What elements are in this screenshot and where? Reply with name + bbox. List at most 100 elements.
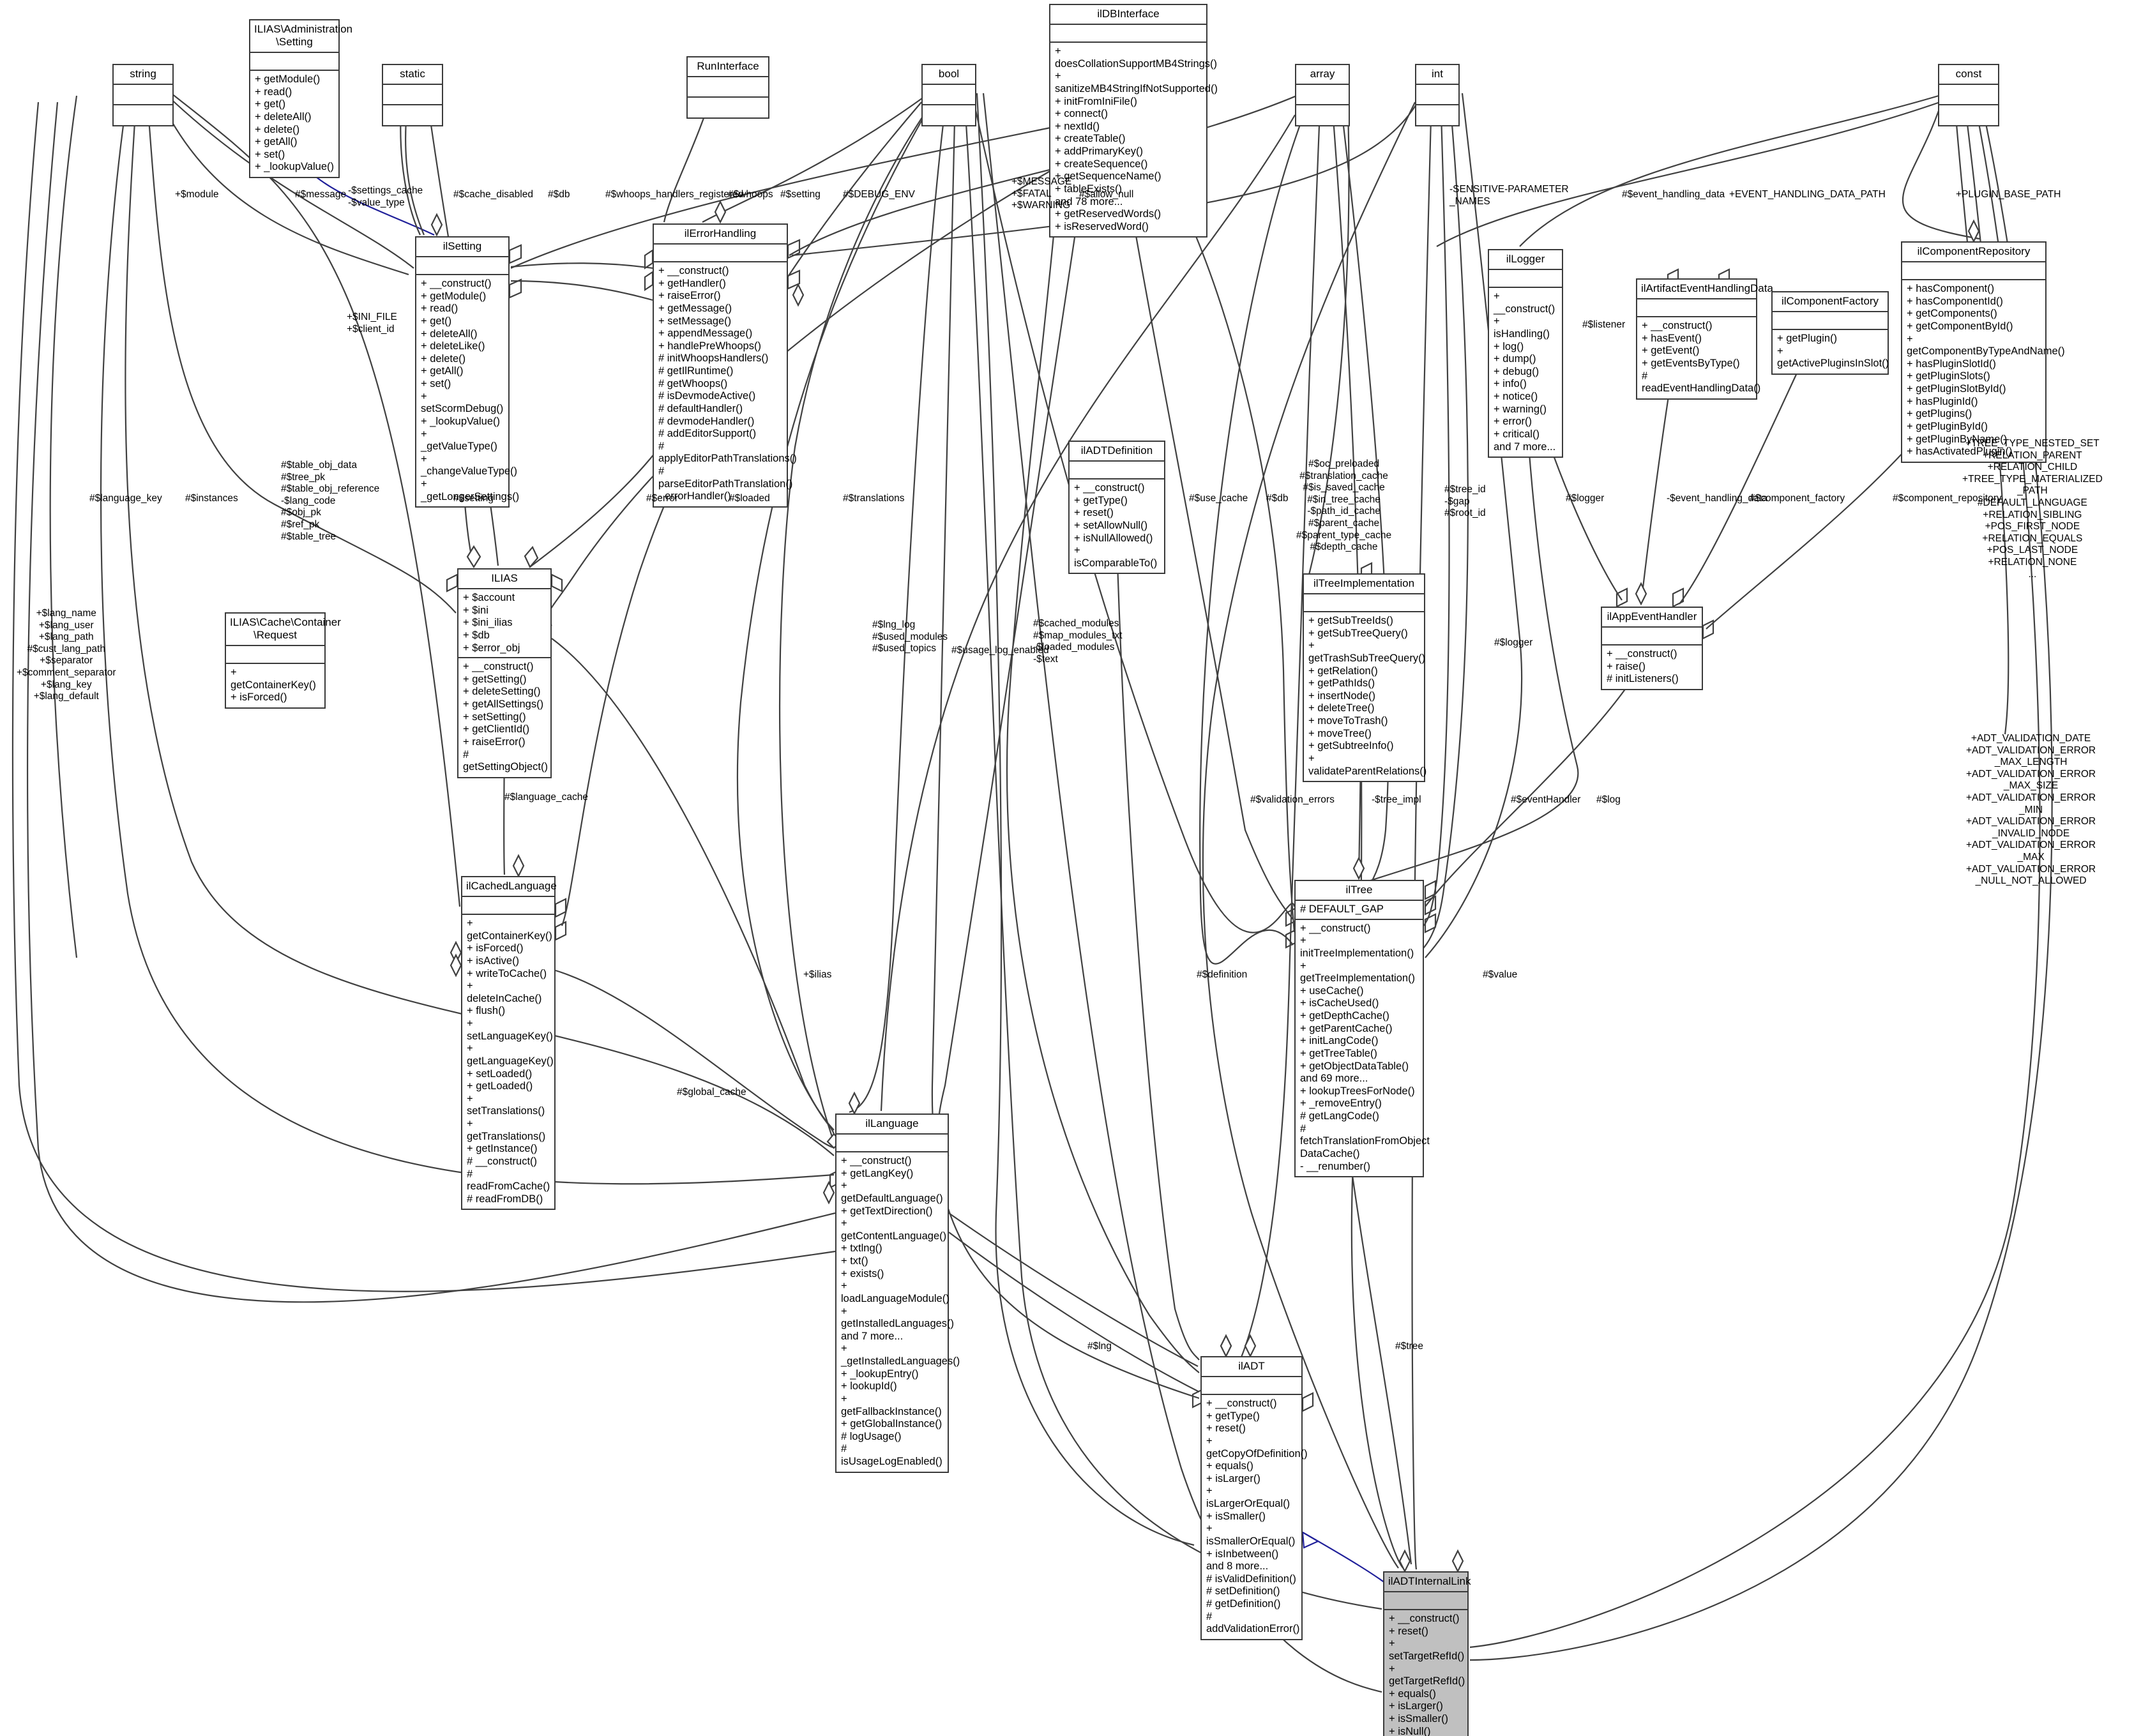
class-operation-row: + reset() — [1389, 1625, 1428, 1637]
class-operation-row: + initTreeImplementation() — [1300, 935, 1414, 959]
class-node-ilAppEventHandler[interactable]: ilAppEventHandler+ __construct()+ raise(… — [1601, 607, 1703, 690]
edge-label-instances: #$instances — [185, 493, 238, 504]
class-node-ilTree[interactable]: ilTree# DEFAULT_GAP+ __construct()+ init… — [1294, 880, 1430, 1178]
edge-label-adt_validation_consts: +ADT_VALIDATION_DATE +ADT_VALIDATION_ERR… — [1966, 733, 2096, 887]
class-node-attributes — [416, 257, 508, 276]
class-node-operations: + __construct()+ isHandling()+ log()+ du… — [1489, 288, 1562, 457]
edge-label-settings_cache: -$settings_cache -$value_type — [348, 185, 423, 208]
class-node-operations: + __construct()+ getHandler()+ raiseErro… — [654, 262, 797, 506]
class-node-static[interactable]: static — [382, 64, 443, 127]
class-node-attributes — [836, 1135, 948, 1153]
class-operation-row: + getRelation() — [1308, 665, 1378, 677]
class-operation-row: + getSetting() — [463, 673, 527, 685]
class-node-title: ilErrorHandling — [654, 225, 787, 245]
edge-label-lang_name: +$lang_name +$lang_user +$lang_path #$cu… — [17, 608, 116, 702]
class-operation-row: + isSmaller() — [1206, 1510, 1266, 1522]
class-operation-row: + setLanguageKey() — [467, 1018, 553, 1042]
class-operation-row: + read() — [255, 86, 292, 98]
class-operation-row: + hasPluginId() — [1907, 395, 1978, 407]
class-node-ilADTDefinition[interactable]: ilADTDefinition+ __construct()+ getType(… — [1068, 441, 1165, 575]
class-operation-row: + __construct() — [1642, 320, 1713, 332]
class-node-title: ILIAS — [458, 570, 550, 590]
edge-label-event_handling_data2: -$event_handling_data — [1667, 493, 1767, 504]
class-operation-row: + isForced() — [231, 691, 287, 704]
class-node-ilCachedLanguage[interactable]: ilCachedLanguage+ getContainerKey()+ isF… — [461, 876, 557, 1211]
class-operation-row: + isNullAllowed() — [1074, 532, 1153, 544]
class-operation-row: + __construct() — [421, 278, 492, 290]
class-node-const[interactable]: const — [1938, 64, 1999, 127]
class-operation-row: + initFromIniFile() — [1055, 95, 1137, 107]
class-node-attributes — [1637, 299, 1756, 318]
edge-label-ini_file: +$INI_FILE +$client_id — [347, 312, 397, 335]
class-operation-row: + flush() — [467, 1005, 506, 1017]
class-node-ilArtifactEventHandlingData[interactable]: ilArtifactEventHandlingData + __construct… — [1636, 278, 1773, 400]
class-operation-row: and 7 more... — [841, 1330, 904, 1342]
class-node-RunInterface[interactable]: RunInterface — [686, 56, 769, 119]
edge-label-tree_impl: -$tree_impl — [1372, 794, 1421, 805]
edge-label-event_handler: #$eventHandler — [1511, 794, 1581, 805]
edge-label-sensitive_parameter_names: -SENSITIVE-PARAMETER _NAMES — [1449, 184, 1569, 207]
class-node-ilADTInternalLink[interactable]: ilADTInternalLink+ __construct()+ reset(… — [1383, 1571, 1471, 1736]
class-node-string[interactable]: string — [112, 64, 174, 127]
class-node-ilTreeImplementation[interactable]: ilTreeImplementation+ getSubTreeIds()+ g… — [1303, 573, 1426, 783]
class-operation-row: + _getInstalledLanguages() — [841, 1343, 960, 1368]
class-operation-row: # parseEditorPathTranslation() — [658, 465, 793, 490]
class-operation-row: + delete() — [421, 352, 466, 365]
class-node-operations: + hasComponent()+ hasComponentId()+ getC… — [1902, 280, 2065, 462]
class-node-ilias_cache_container_request[interactable]: ILIAS\Cache\Container \Request+ getConta… — [225, 612, 341, 709]
class-operation-row: + reset() — [1074, 507, 1114, 519]
class-node-operations: + getContainerKey()+ isForced() — [226, 664, 324, 707]
class-node-title: ilADT — [1202, 1357, 1301, 1378]
class-operation-row: + getEventsByType() — [1642, 357, 1740, 369]
class-operation-row: + loadLanguageModule() — [841, 1280, 950, 1304]
class-operation-row: + isActive() — [467, 955, 520, 967]
class-node-ilComponentFactory[interactable]: ilComponentFactory+ getPlugin()+ getActi… — [1771, 291, 1889, 375]
class-node-ilSetting[interactable]: ilSetting+ __construct()+ getModule()+ r… — [415, 236, 519, 508]
class-node-ilADT[interactable]: ilADT+ __construct()+ getType()+ reset()… — [1200, 1356, 1308, 1640]
class-operation-row: # readEventHandlingData() — [1642, 370, 1761, 395]
class-node-title: ilDBInterface — [1050, 5, 1206, 26]
class-node-operations: + __construct()+ raise()# initListeners(… — [1602, 645, 1702, 689]
class-attribute-row: + $error_obj — [463, 642, 520, 654]
class-operation-row: - __renumber() — [1300, 1160, 1371, 1172]
class-operation-row: + debug() — [1494, 365, 1540, 377]
class-node-title: ilLogger — [1489, 250, 1562, 271]
class-operation-row: # getLangCode() — [1300, 1110, 1379, 1122]
class-operation-row: + moveToTrash() — [1308, 715, 1388, 727]
edge-label-lng_log: #$lng_log #$used_modules #$used_topics — [872, 619, 948, 654]
class-operation-row: + hasActivatedPlugin() — [1907, 446, 2013, 458]
class-node-bool[interactable]: bool — [921, 64, 976, 127]
class-node-title: ilArtifactEventHandlingData — [1637, 280, 1773, 300]
edge-label-event_handling_data: #$event_handling_data — [1622, 189, 1725, 200]
class-operation-row: + getSubTreeQuery() — [1308, 627, 1408, 639]
class-operation-row: + _lookupValue() — [255, 161, 334, 173]
class-node-operations: + getModule()+ read()+ get()+ deleteAll(… — [250, 71, 338, 177]
edge-label-translations: #$translations — [843, 493, 905, 504]
class-node-title: ilSetting — [416, 238, 508, 258]
class-operation-row: # logUsage() — [841, 1430, 902, 1442]
class-operation-row: + setAllowNull() — [1074, 519, 1148, 531]
class-operation-row: + warning() — [1494, 403, 1547, 415]
class-operation-row: # isValidDefinition() — [1206, 1573, 1296, 1585]
class-operation-row: + deleteAll() — [255, 110, 312, 123]
class-operation-row: + getComponents() — [1907, 308, 1997, 320]
class-operation-row: + setScormDebug() — [421, 390, 504, 415]
class-node-ILIAS[interactable]: ILIAS+ $account+ $ini+ $ini_ilias+ $db+ … — [457, 568, 552, 778]
class-node-ilErrorHandling[interactable]: ilErrorHandling + __construct()+ getHandl… — [653, 223, 797, 508]
class-node-ilDBInterface[interactable]: ilDBInterface+ doesCollationSupportMB4St… — [1049, 4, 1218, 238]
edge-label-message_fatal: +$MESSAGE +$FATAL +$WARNING — [1011, 176, 1072, 211]
class-node-title: int — [1416, 65, 1458, 86]
class-node-attributes — [1070, 462, 1164, 480]
class-node-ilias_admin_setting[interactable]: ILIAS\Administration \Setting+ getModule… — [249, 19, 352, 179]
edge-label-log: #$log — [1596, 794, 1621, 805]
edge-label-validation_errors: #$validation_errors — [1250, 794, 1335, 805]
class-node-array[interactable]: array — [1295, 64, 1350, 127]
class-node-int[interactable]: int — [1415, 64, 1460, 127]
class-node-ilComponentRepository[interactable]: ilComponentRepository+ hasComponent()+ h… — [1901, 241, 2065, 463]
class-operation-row: + hasComponentId() — [1907, 295, 2003, 307]
class-operation-row: # isDevmodeActive() — [658, 390, 756, 402]
class-operation-row: + info() — [1494, 378, 1527, 390]
class-node-operations: + __construct()+ getType()+ reset()+ set… — [1070, 479, 1164, 573]
class-node-ilLogger[interactable]: ilLogger + __construct()+ isHandling()+ l… — [1488, 249, 1563, 458]
class-node-ilLanguage[interactable]: ilLanguage+ __construct()+ getLangKey()+… — [835, 1113, 960, 1473]
